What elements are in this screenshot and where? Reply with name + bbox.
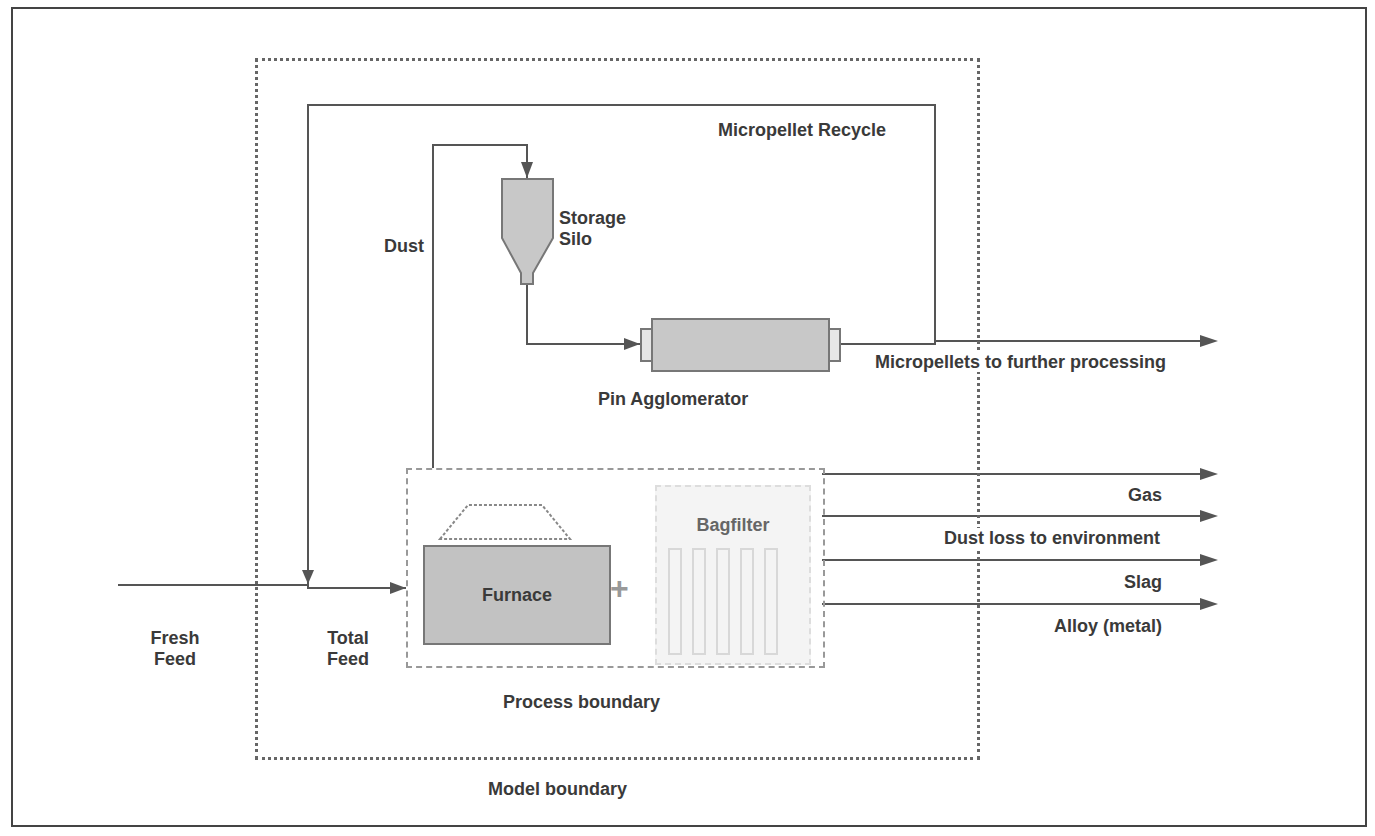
furnace-hood	[440, 505, 570, 539]
flow-label-box: Micropellets to further processing	[868, 352, 1168, 373]
node-label: Bagfilter	[657, 515, 809, 536]
outer-frame	[12, 8, 1366, 826]
flow-label: Slag	[1100, 572, 1162, 593]
node-label: Model boundary	[488, 779, 627, 800]
agglomerator-drum	[652, 319, 829, 371]
filter-bag	[669, 549, 681, 654]
connector-line	[527, 284, 640, 344]
filter-bag	[693, 549, 705, 654]
flow-label: Gas	[1100, 485, 1162, 506]
pin-agglomerator: Pin Agglomerator	[640, 315, 845, 415]
connector-label: Micropellet Recycle	[718, 120, 886, 141]
flow-connector	[527, 284, 640, 350]
connector-label: Dust	[376, 236, 424, 257]
arrow-head	[390, 582, 406, 594]
silo-shape	[501, 178, 555, 286]
flow-label: +	[610, 570, 629, 607]
label-patch: Dust loss to environment	[942, 528, 1162, 548]
node-label: Furnace	[425, 585, 609, 606]
filter-bag	[741, 549, 753, 654]
filter-bag	[765, 549, 777, 654]
node-label: Storage Silo	[559, 208, 639, 249]
flow-label: Fresh Feed	[140, 628, 210, 669]
flow-label-box: Dust loss to environment	[860, 528, 1162, 549]
bagfilter-bags	[657, 487, 793, 663]
silo-body	[502, 179, 553, 284]
flow-connector	[308, 105, 935, 594]
bagfilter-box: Bagfilter	[655, 485, 811, 665]
agglomerator-end	[641, 329, 652, 361]
filter-bag	[717, 549, 729, 654]
storage-silo: Storage Silo	[501, 178, 671, 288]
connector-line	[308, 105, 935, 588]
arrow-head	[624, 338, 640, 350]
flow-label: Total Feed	[313, 628, 383, 669]
node-label: Pin Agglomerator	[598, 389, 748, 410]
node-label: Process boundary	[503, 692, 660, 713]
arrow-head	[521, 162, 533, 178]
agglomerator-shape	[640, 315, 845, 377]
flow-label: Alloy (metal)	[980, 616, 1162, 637]
furnace-box: Furnace	[423, 545, 611, 645]
process-boundary: Process boundaryFurnaceBagfilter	[406, 468, 825, 668]
label-patch: Micropellets to further processing	[873, 352, 1168, 372]
agglomerator-end	[829, 329, 840, 361]
